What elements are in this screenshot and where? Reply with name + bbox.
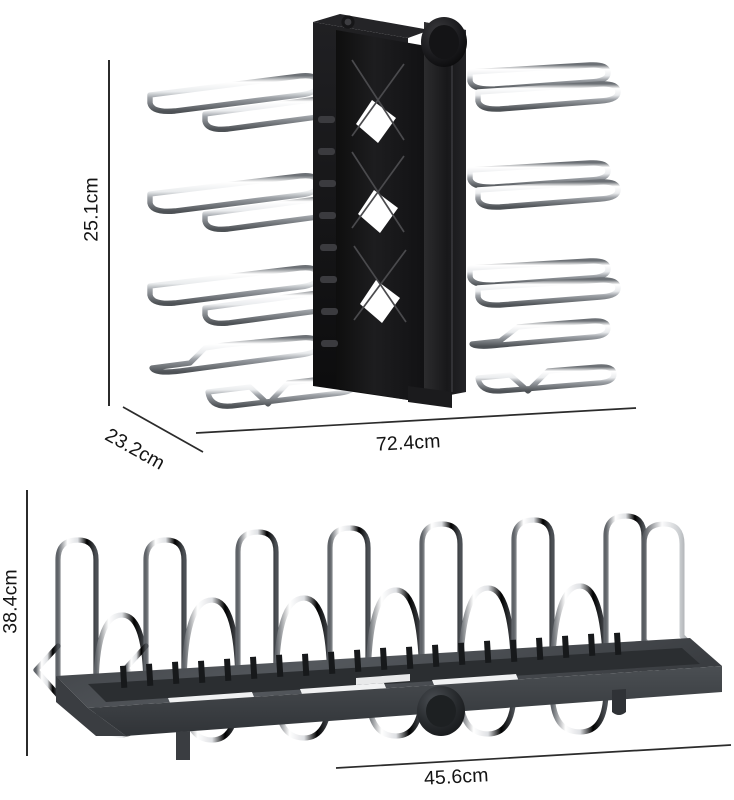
wire-divider-2 <box>143 537 187 693</box>
center-frame-panel <box>313 14 467 408</box>
flat-view <box>0 440 734 800</box>
wire-divider-3 <box>235 529 279 693</box>
base-tray <box>56 632 722 760</box>
lock-tab <box>356 674 410 685</box>
dimension-label-height-upright: 25.1cm <box>80 177 103 242</box>
wire-divider-6 <box>511 517 555 693</box>
brace-wires <box>351 59 407 323</box>
wire-divider-5 <box>419 521 463 693</box>
dimension-label-width-flat: 45.6cm <box>423 764 490 790</box>
wire-divider-4 <box>327 525 371 693</box>
panel-slots <box>318 116 338 347</box>
lid-cradle-right-tier-4 <box>469 318 617 394</box>
tray-slot-fins <box>120 632 622 688</box>
lid-cradle-right-tier-1 <box>467 62 621 112</box>
dimension-label-height-flat: 38.4cm <box>0 569 22 634</box>
flat-rack-illustration <box>33 513 722 760</box>
upright-view <box>147 14 621 409</box>
tray-foot-left <box>176 731 190 760</box>
wire-divider-end-flourish <box>641 521 707 693</box>
wire-divider-7 <box>603 513 647 693</box>
lid-cradle-right-tier-3 <box>467 258 621 308</box>
wire-divider-1 <box>55 537 99 698</box>
dimension-line-height-upright <box>108 60 110 406</box>
dimension-line-height-flat <box>26 490 28 756</box>
upright-rack-illustration <box>147 14 621 409</box>
lid-cradle-right-tier-2 <box>467 160 621 210</box>
wire-divider-group <box>33 513 671 743</box>
tray-foot-right <box>612 689 626 715</box>
